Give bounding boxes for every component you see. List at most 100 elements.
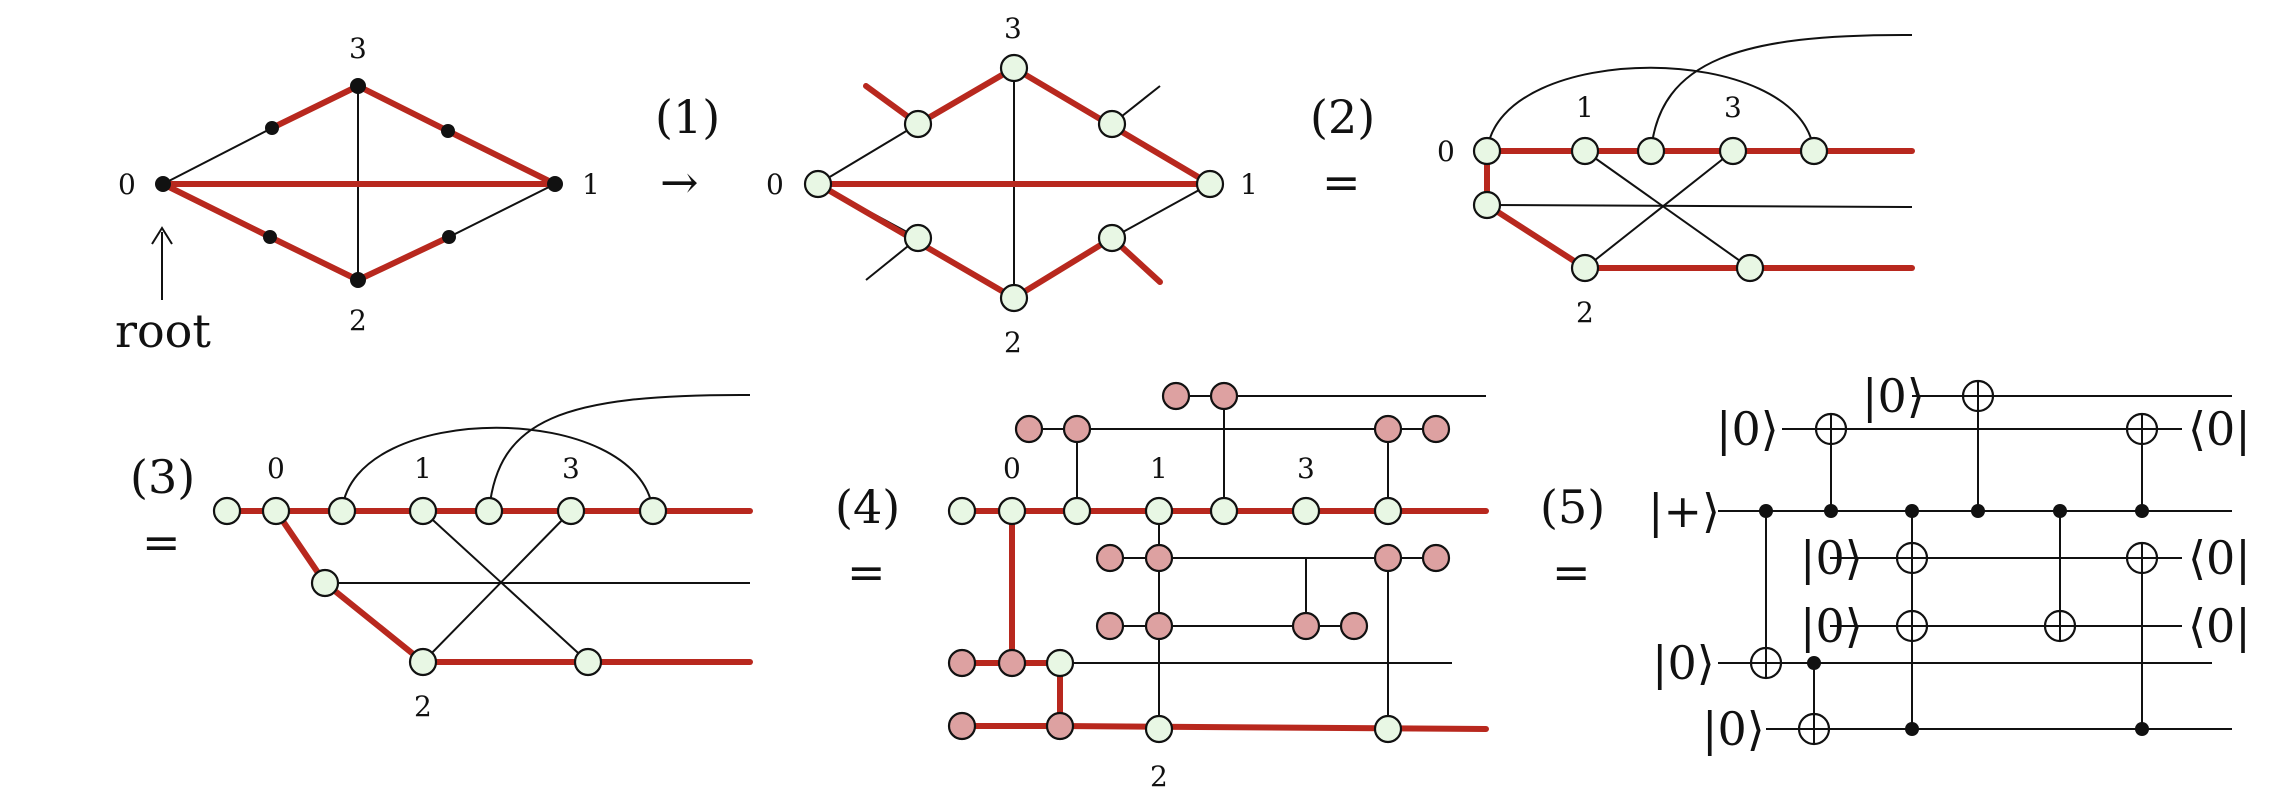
node	[1421, 414, 1451, 444]
step-label-4: (4)	[835, 480, 900, 534]
vertex-label-1: 1	[1576, 91, 1594, 124]
cnot-target	[1961, 379, 1995, 413]
node	[261, 496, 291, 526]
node	[1718, 136, 1748, 166]
vertex-label-2: 2	[1150, 760, 1168, 793]
node	[638, 496, 668, 526]
node	[1373, 543, 1403, 573]
node	[1735, 253, 1765, 283]
node	[1097, 109, 1127, 139]
vertex-label-2: 2	[1576, 296, 1594, 329]
cnot-target	[2125, 541, 2159, 575]
arrow-symbol: →	[660, 155, 699, 209]
vertex-label-3: 3	[1004, 12, 1022, 45]
node	[1373, 414, 1403, 444]
control-dot	[1971, 504, 1985, 518]
step-label-5: (5)	[1540, 480, 1605, 534]
node	[999, 53, 1029, 83]
node	[1291, 611, 1321, 641]
node	[1095, 543, 1125, 573]
vertex-2	[350, 272, 366, 288]
node	[1570, 136, 1600, 166]
step-label-3: (3)	[130, 450, 195, 504]
output-bra: ⟨0|	[2188, 402, 2251, 456]
node	[573, 647, 603, 677]
vertex-label-0: 0	[766, 168, 784, 201]
node	[1144, 543, 1174, 573]
node	[1373, 714, 1403, 744]
input-ket: |0⟩	[1716, 402, 1779, 456]
control-dot	[2053, 504, 2067, 518]
equals-symbol: =	[847, 545, 886, 599]
node	[803, 169, 833, 199]
node	[903, 109, 933, 139]
input-ket: |0⟩	[1862, 369, 1925, 423]
node	[1097, 223, 1127, 253]
vertex-label-2: 2	[349, 304, 367, 337]
panel-4-graph: 0 1 3 2	[947, 381, 1489, 793]
input-ket: |0⟩	[1702, 702, 1765, 756]
root-label: root	[115, 304, 211, 358]
step-label-1: (1)	[655, 90, 720, 144]
node	[474, 496, 504, 526]
edge-midpoint	[265, 121, 279, 135]
node	[997, 496, 1027, 526]
cnot-target	[2125, 412, 2159, 446]
edge-midpoint	[441, 124, 455, 138]
node	[1161, 381, 1191, 411]
node	[903, 223, 933, 253]
node	[1472, 190, 1502, 220]
vertex-1	[547, 176, 563, 192]
equals-symbol: =	[1552, 545, 1591, 599]
equals-symbol: =	[1322, 155, 1361, 209]
node	[408, 647, 438, 677]
node	[1144, 714, 1174, 744]
vertex-label-0: 0	[1003, 452, 1021, 485]
node	[947, 648, 977, 678]
control-dot	[1759, 504, 1773, 518]
vertex-label-1: 1	[414, 452, 432, 485]
node	[1209, 496, 1239, 526]
step-label-2: (2)	[1310, 90, 1375, 144]
input-ket: |+⟩	[1648, 484, 1720, 538]
node	[999, 283, 1029, 313]
cnot-target	[2043, 609, 2077, 643]
node	[1144, 496, 1174, 526]
vertex-label-2: 2	[1004, 326, 1022, 359]
node	[212, 496, 242, 526]
node	[1144, 611, 1174, 641]
node	[1045, 711, 1075, 741]
panel-3-graph: 0 1 3 2	[212, 393, 753, 723]
input-ket: |0⟩	[1800, 599, 1863, 653]
cnot-target	[1797, 712, 1831, 746]
edge-midpoint	[263, 230, 277, 244]
node	[1291, 496, 1321, 526]
node	[1421, 543, 1451, 573]
node	[1339, 611, 1369, 641]
control-dot	[1905, 722, 1919, 736]
node	[947, 711, 977, 741]
control-dot	[1807, 656, 1821, 670]
input-ket: |0⟩	[1800, 531, 1863, 585]
node	[1799, 136, 1829, 166]
node	[1373, 496, 1403, 526]
node	[1062, 414, 1092, 444]
cnot-target	[1814, 412, 1848, 446]
panel-5-circuit: |0⟩ |0⟩ |+⟩ |0⟩ |0⟩ |0⟩ |0⟩ ⟨0| ⟨0| ⟨0|	[1648, 369, 2251, 756]
vertex-label-3: 3	[562, 452, 580, 485]
node	[1195, 169, 1225, 199]
vertex-3	[350, 78, 366, 94]
vertex-label-1: 1	[582, 168, 600, 201]
node	[408, 496, 438, 526]
panel-2-graph: 0 1 3 2	[1437, 33, 1915, 329]
node	[1045, 648, 1075, 678]
control-dot	[1824, 504, 1838, 518]
vertex-label-1: 1	[1150, 452, 1168, 485]
equals-symbol: =	[142, 515, 181, 569]
output-bra: ⟨0|	[2188, 599, 2251, 653]
vertex-label-2: 2	[414, 690, 432, 723]
vertex-0	[155, 176, 171, 192]
vertex-label-3: 3	[349, 32, 367, 65]
vertex-label-3: 3	[1297, 452, 1315, 485]
